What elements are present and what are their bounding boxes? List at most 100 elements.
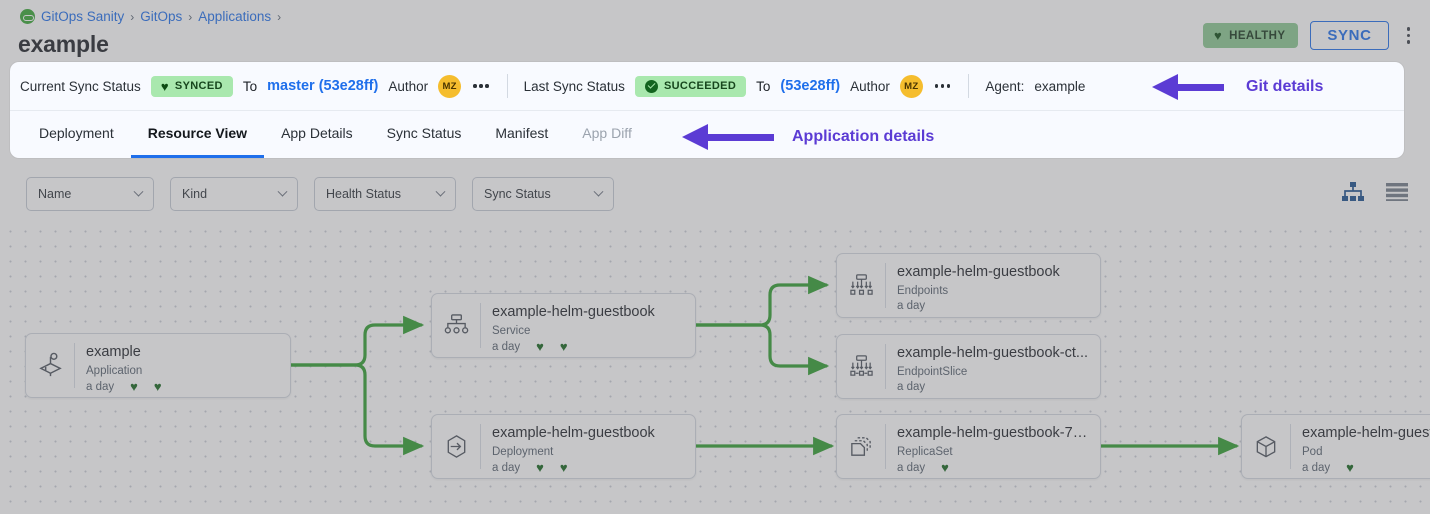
- last-revision-link[interactable]: (53e28ff): [780, 78, 840, 94]
- chevron-down-icon: [594, 186, 604, 196]
- filter-health-status-select[interactable]: Health Status: [314, 177, 456, 211]
- sync-heart-icon: ♥: [154, 380, 162, 393]
- last-sync-status-value: SUCCEEDED: [664, 80, 736, 92]
- node-kind: Service: [492, 325, 685, 337]
- node-kind: EndpointSlice: [897, 366, 1090, 378]
- ellipsis-icon[interactable]: [933, 80, 953, 92]
- tab-resource-view[interactable]: Resource View: [131, 111, 264, 158]
- tab-sync-status[interactable]: Sync Status: [370, 111, 479, 158]
- chevron-down-icon: [436, 186, 446, 196]
- breadcrumb-item-gitops-sanity[interactable]: GitOps Sanity: [41, 9, 124, 24]
- annotation-git-details: Git details: [1152, 74, 1323, 100]
- node-kind: Pod: [1302, 446, 1430, 458]
- node-kind: ReplicaSet: [897, 446, 1090, 458]
- node-kind: Deployment: [492, 446, 685, 458]
- health-heart-icon: ♥: [536, 340, 544, 353]
- filter-kind-label: Kind: [182, 187, 207, 201]
- heart-icon: ♥: [161, 80, 169, 93]
- divider: [507, 74, 508, 98]
- last-sync-status-badge: SUCCEEDED: [635, 76, 746, 97]
- current-revision-link[interactable]: master (53e28ff): [267, 78, 378, 94]
- agent-value: example: [1034, 79, 1085, 94]
- view-toggle-group: [1342, 182, 1408, 202]
- node-title: example-helm-guestbook-74...: [897, 424, 1090, 442]
- health-heart-icon: ♥: [1346, 461, 1354, 474]
- argo-logo-icon: [20, 9, 35, 24]
- heart-icon: ♥: [1214, 29, 1222, 42]
- graph-node-replicaset[interactable]: example-helm-guestbook-74... ReplicaSet …: [836, 414, 1101, 479]
- node-age: a day: [492, 341, 520, 353]
- filter-sync-status-select[interactable]: Sync Status: [472, 177, 614, 211]
- node-title: example-helm-guest: [1302, 424, 1430, 442]
- ellipsis-icon[interactable]: [471, 80, 491, 92]
- graph-node-pod[interactable]: example-helm-guest Pod a day ♥: [1241, 414, 1430, 479]
- agent-group: Agent: example: [985, 79, 1085, 94]
- agent-label: Agent:: [985, 79, 1024, 94]
- node-title: example-helm-guestbook-ct...: [897, 344, 1090, 362]
- current-sync-status-badge: ♥ SYNCED: [151, 76, 233, 97]
- filter-sync-status-label: Sync Status: [484, 187, 551, 201]
- tab-app-details[interactable]: App Details: [264, 111, 370, 158]
- node-title: example: [86, 343, 280, 361]
- left-arrow-annotation: [682, 124, 774, 150]
- breadcrumb-separator: ›: [188, 10, 192, 24]
- author-label: Author: [388, 79, 428, 94]
- current-sync-status-group: Current Sync Status ♥ SYNCED To master (…: [20, 75, 491, 98]
- breadcrumb-item-gitops[interactable]: GitOps: [140, 9, 182, 24]
- graph-node-endpoints[interactable]: example-helm-guestbook Endpoints a day: [836, 253, 1101, 318]
- health-heart-icon: ♥: [536, 461, 544, 474]
- graph-node-deployment[interactable]: example-helm-guestbook Deployment a day …: [431, 414, 696, 479]
- avatar: MZ: [438, 75, 461, 98]
- sync-button[interactable]: SYNC: [1310, 21, 1388, 50]
- divider: [968, 74, 969, 98]
- tab-deployment[interactable]: Deployment: [22, 111, 131, 158]
- tab-manifest[interactable]: Manifest: [478, 111, 565, 158]
- last-sync-status-label: Last Sync Status: [524, 79, 625, 94]
- pod-icon: [1242, 415, 1290, 478]
- avatar: MZ: [900, 75, 923, 98]
- filter-name-label: Name: [38, 187, 71, 201]
- annotation-application-details: Application details: [682, 124, 934, 150]
- node-age: a day: [86, 381, 114, 393]
- breadcrumb-item-applications[interactable]: Applications: [198, 9, 271, 24]
- tree-view-icon[interactable]: [1342, 182, 1364, 202]
- graph-node-service[interactable]: example-helm-guestbook Service a day ♥ ♥: [431, 293, 696, 358]
- node-kind: Application: [86, 365, 280, 377]
- check-circle-icon: [645, 80, 658, 93]
- to-label: To: [243, 79, 257, 94]
- argo-application-icon: [26, 334, 74, 397]
- left-arrow-annotation: [1152, 74, 1224, 100]
- header-actions: ♥ HEALTHY SYNC: [1203, 21, 1416, 50]
- sync-heart-icon: ♥: [560, 340, 568, 353]
- health-status-label: HEALTHY: [1229, 30, 1285, 42]
- deployment-icon: [432, 415, 480, 478]
- service-icon: [432, 294, 480, 357]
- node-age: a day: [897, 300, 925, 312]
- kebab-menu-icon[interactable]: [1401, 23, 1417, 48]
- filter-health-status-label: Health Status: [326, 187, 401, 201]
- node-title: example-helm-guestbook: [492, 424, 685, 442]
- filter-bar: Name Kind Health Status Sync Status: [0, 168, 1430, 220]
- node-age: a day: [1302, 462, 1330, 474]
- page-title: example: [18, 31, 109, 58]
- chevron-down-icon: [278, 186, 288, 196]
- annotation-application-details-label: Application details: [792, 128, 934, 146]
- breadcrumb-separator: ›: [277, 10, 281, 24]
- health-status-badge: ♥ HEALTHY: [1203, 23, 1298, 48]
- filter-name-select[interactable]: Name: [26, 177, 154, 211]
- list-view-icon[interactable]: [1386, 183, 1408, 201]
- tab-app-diff: App Diff: [565, 111, 649, 158]
- node-age: a day: [897, 381, 925, 393]
- current-sync-status-label: Current Sync Status: [20, 79, 141, 94]
- resource-graph-canvas[interactable]: example Application a day ♥ ♥: [0, 220, 1430, 514]
- graph-node-endpointslice[interactable]: example-helm-guestbook-ct... EndpointSli…: [836, 334, 1101, 399]
- node-title: example-helm-guestbook: [897, 263, 1090, 281]
- endpointslice-icon: [837, 335, 885, 398]
- breadcrumb-separator: ›: [130, 10, 134, 24]
- node-age: a day: [492, 462, 520, 474]
- filter-kind-select[interactable]: Kind: [170, 177, 298, 211]
- graph-node-application[interactable]: example Application a day ♥ ♥: [25, 333, 291, 398]
- chevron-down-icon: [134, 186, 144, 196]
- last-sync-status-group: Last Sync Status SUCCEEDED To (53e28ff) …: [524, 75, 953, 98]
